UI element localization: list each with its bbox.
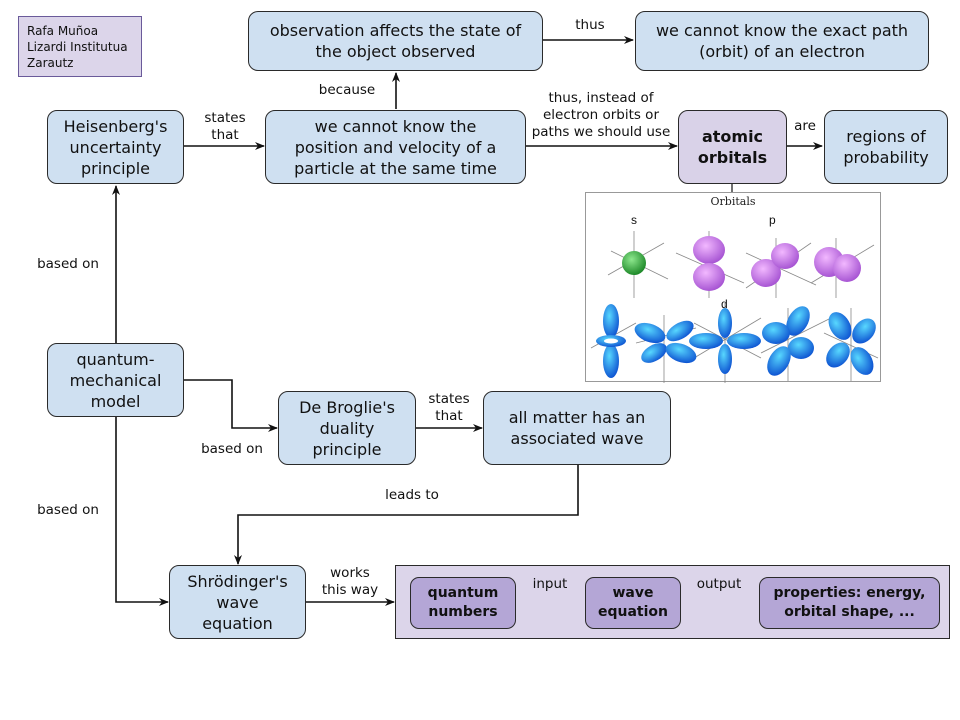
label-output: output <box>696 576 742 592</box>
d-orbital-shapes <box>596 304 876 378</box>
label-are: are <box>794 118 816 134</box>
node-quantum-numbers-text: quantum numbers <box>427 585 499 620</box>
node-exact-path-text: we cannot know the exact path (orbit) of… <box>655 21 909 61</box>
node-de-broglie-text: De Broglie's duality principle <box>299 397 395 459</box>
node-schrodinger-text: Shrödinger's wave equation <box>187 571 288 633</box>
label-based-on-1: based on <box>37 256 99 272</box>
label-states-that-1: states that <box>204 110 246 143</box>
orbitals-image: Orbitals s p d <box>585 192 881 383</box>
node-regions[interactable]: regions of probability <box>824 110 948 184</box>
node-wave-equation[interactable]: wave equation <box>585 577 681 629</box>
label-based-on-2: based on <box>201 441 263 457</box>
edge-based-on-debroglie <box>184 379 278 432</box>
edge-leads-to <box>234 465 579 565</box>
node-de-broglie[interactable]: De Broglie's duality principle <box>278 391 416 465</box>
node-properties[interactable]: properties: energy, orbital shape, ... <box>759 577 940 629</box>
label-states-that-2: states that <box>428 391 470 424</box>
label-because: because <box>318 82 376 98</box>
node-qm-model-text: quantum- mechanical model <box>69 349 162 411</box>
node-properties-text: properties: energy, orbital shape, ... <box>773 585 926 620</box>
label-thus-instead: thus, instead of electron orbits or path… <box>531 90 671 140</box>
node-heisenberg[interactable]: Heisenberg's uncertainty principle <box>47 110 184 184</box>
label-input: input <box>532 576 568 592</box>
node-all-matter-text: all matter has an associated wave <box>508 408 646 448</box>
node-all-matter[interactable]: all matter has an associated wave <box>483 391 671 465</box>
node-atomic-orbitals-text: atomic orbitals <box>697 127 768 167</box>
orbitals-drawing <box>590 231 879 383</box>
node-cannot-know-text: we cannot know the position and velocity… <box>294 116 497 178</box>
edge-based-on-schrodinger <box>115 417 169 606</box>
orbital-label-s: s <box>631 213 637 227</box>
node-quantum-numbers[interactable]: quantum numbers <box>410 577 516 629</box>
author-credit: Rafa Muñoa Lizardi Institutua Zarautz <box>18 16 142 77</box>
node-cannot-know[interactable]: we cannot know the position and velocity… <box>265 110 526 184</box>
label-leads-to: leads to <box>385 487 439 503</box>
node-qm-model[interactable]: quantum- mechanical model <box>47 343 184 417</box>
node-exact-path[interactable]: we cannot know the exact path (orbit) of… <box>635 11 929 71</box>
node-regions-text: regions of probability <box>843 127 929 167</box>
node-heisenberg-text: Heisenberg's uncertainty principle <box>63 116 168 178</box>
node-observation[interactable]: observation affects the state of the obj… <box>248 11 543 71</box>
node-atomic-orbitals[interactable]: atomic orbitals <box>678 110 787 184</box>
orbital-label-d: d <box>721 297 728 311</box>
s-orbital-shape <box>622 251 646 275</box>
node-schrodinger[interactable]: Shrödinger's wave equation <box>169 565 306 639</box>
px-orbital-shape <box>751 259 781 287</box>
node-observation-text: observation affects the state of the obj… <box>269 21 522 61</box>
label-based-on-3: based on <box>37 502 99 518</box>
label-thus: thus <box>575 17 605 33</box>
node-wave-equation-text: wave equation <box>597 585 668 620</box>
orbital-label-p: p <box>769 213 776 227</box>
orbitals-title: Orbitals <box>710 195 756 208</box>
label-works-this-way: works this way <box>321 565 379 598</box>
pz-orbital-shape <box>693 236 725 264</box>
